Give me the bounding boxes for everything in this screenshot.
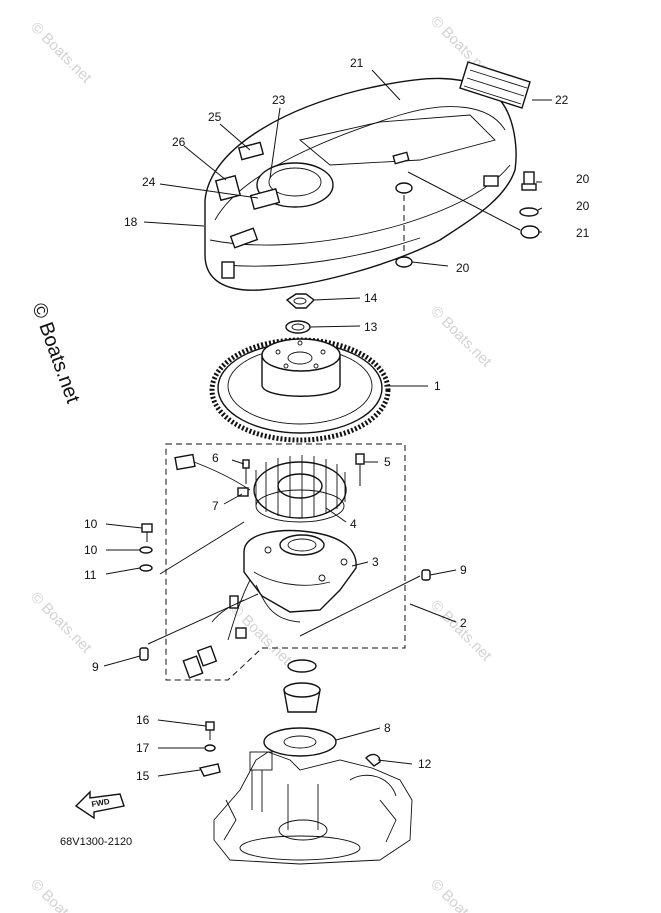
callout-22: 20 bbox=[576, 172, 590, 186]
side-watermark: © Boats.net bbox=[27, 300, 84, 406]
lower-hardware bbox=[198, 721, 221, 777]
leader-lines bbox=[103, 69, 552, 777]
diagram-code: 68V1300-2120 bbox=[60, 836, 132, 848]
stator-coil bbox=[253, 455, 347, 523]
callout-11: 10 bbox=[84, 543, 98, 557]
decal-hatching bbox=[463, 69, 528, 105]
forward-direction-arrow: FWD bbox=[74, 790, 125, 820]
watermark: © Boats.net bbox=[427, 597, 495, 665]
callout-20-lower: 20 bbox=[456, 261, 470, 275]
callout-labels: 21 22 23 25 26 24 18 20 20 21 20 14 13 1… bbox=[84, 56, 590, 783]
callout-23: 21 bbox=[350, 56, 364, 70]
callout-17: 16 bbox=[136, 713, 150, 727]
callout-1: 1 bbox=[434, 379, 441, 393]
callout-13: 12 bbox=[418, 757, 432, 771]
stator-base bbox=[243, 529, 357, 613]
flywheel-rotor bbox=[209, 337, 391, 443]
callout-6: 6 bbox=[212, 451, 219, 465]
stator-assembly-outline bbox=[165, 443, 406, 681]
callout-26: 24 bbox=[142, 175, 156, 189]
dowel-pin-left bbox=[139, 647, 149, 661]
callout-24: 22 bbox=[555, 93, 569, 107]
watermark: © Boats.net bbox=[27, 876, 95, 913]
callout-5: 5 bbox=[384, 455, 391, 469]
callout-28: 26 bbox=[172, 135, 186, 149]
callout-9-right: 9 bbox=[460, 563, 467, 577]
callout-15: 14 bbox=[364, 291, 378, 305]
fwd-label: FWD bbox=[91, 797, 111, 809]
callout-10: 10 bbox=[84, 517, 98, 531]
flywheel-cover bbox=[204, 77, 517, 291]
callout-16: 15 bbox=[136, 769, 150, 783]
callout-25: 23 bbox=[272, 93, 286, 107]
left-hardware bbox=[139, 523, 153, 572]
watermark: © Boats.net bbox=[27, 589, 95, 657]
callout-3: 3 bbox=[372, 555, 379, 569]
watermark: © Boats.net bbox=[427, 876, 495, 913]
watermark: © Boats.net bbox=[427, 303, 495, 371]
pulley-and-collar bbox=[263, 659, 337, 757]
stator-lead-connector bbox=[174, 453, 251, 497]
flywheel-nut-and-washer bbox=[285, 293, 316, 334]
callout-20-upper: 20 bbox=[576, 199, 590, 213]
decal-part-24 bbox=[459, 61, 531, 109]
callout-12: 11 bbox=[84, 568, 97, 582]
callout-2: 2 bbox=[460, 616, 467, 630]
callout-18: 17 bbox=[136, 741, 150, 755]
callout-9-left: 9 bbox=[92, 660, 99, 674]
callout-19: 18 bbox=[124, 215, 138, 229]
callout-7: 7 bbox=[212, 499, 219, 513]
callout-21: 21 bbox=[576, 226, 590, 240]
woodruff-key bbox=[365, 753, 381, 767]
watermark: © Boats.net bbox=[27, 19, 95, 87]
dowel-pin-right bbox=[421, 569, 431, 581]
callout-8: 8 bbox=[384, 721, 391, 735]
callout-27: 25 bbox=[208, 110, 222, 124]
callout-14: 13 bbox=[364, 320, 378, 334]
powerhead-block bbox=[213, 751, 413, 865]
callout-4: 4 bbox=[350, 517, 357, 531]
